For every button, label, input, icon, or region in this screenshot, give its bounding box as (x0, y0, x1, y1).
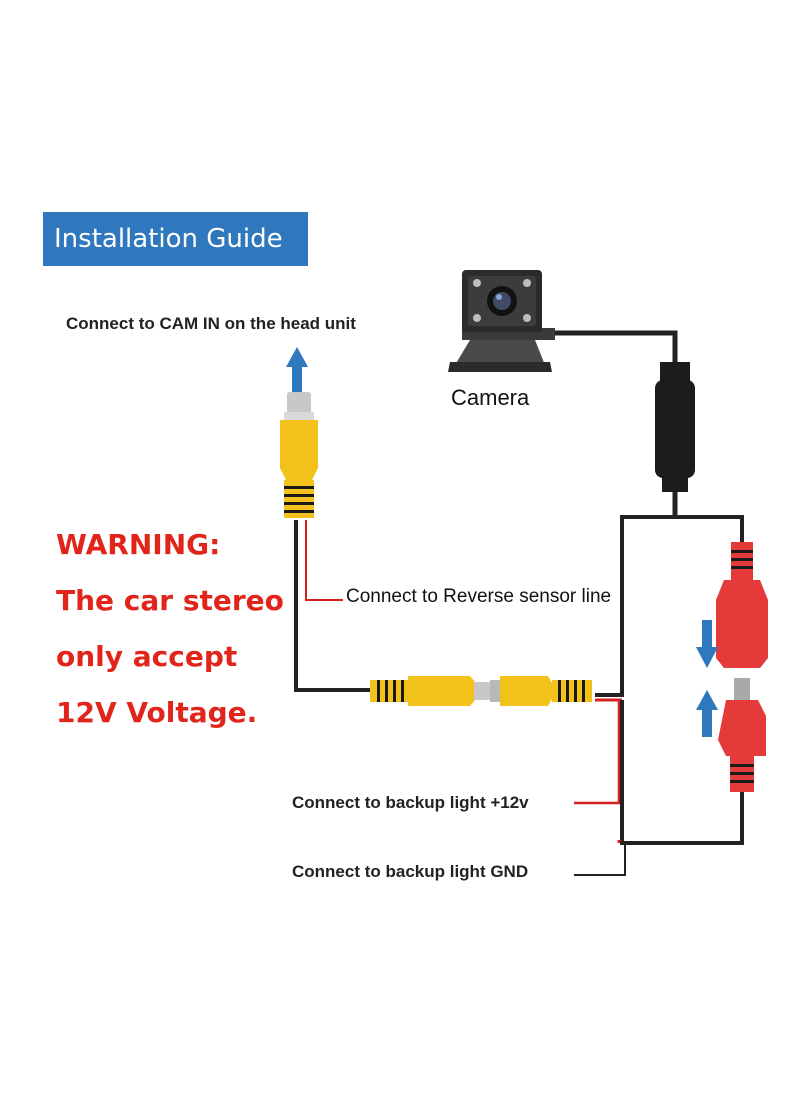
warning-line-1: The car stereo (56, 584, 284, 617)
red-dc-female-connector (716, 542, 768, 668)
video-line-left (294, 520, 370, 692)
down-arrow-icon (696, 620, 718, 668)
cam-in-label: Connect to CAM IN on the head unit (66, 314, 356, 333)
power-cable-return (620, 700, 744, 845)
warning-heading: WARNING: (56, 528, 221, 561)
video-branch-wire (620, 515, 675, 697)
backup-gnd-label: Connect to backup light GND (292, 862, 529, 881)
warning-line-2: only accept (56, 640, 238, 673)
yellow-rca-pair (370, 676, 592, 706)
power-branch-wire (675, 515, 744, 545)
warning-line-3: 12V Voltage. (56, 696, 258, 729)
splitter-box (655, 362, 695, 492)
up-arrow-icon (286, 347, 308, 396)
reverse-sensor-label: Connect to Reverse sensor line (346, 586, 612, 607)
yellow-rca-female (280, 392, 318, 518)
up-arrow-lower-icon (696, 690, 718, 737)
backup-plus-wire (574, 700, 621, 805)
camera-label: Camera (451, 385, 530, 410)
camera-cable (555, 330, 678, 365)
camera-icon (448, 270, 555, 372)
page-title: Installation Guide (43, 212, 308, 266)
backup-plus-label: Connect to backup light +12v (292, 793, 529, 812)
backup-gnd-wire (574, 843, 626, 876)
red-dc-male-connector (718, 678, 766, 792)
reverse-sensor-wire (305, 520, 343, 601)
